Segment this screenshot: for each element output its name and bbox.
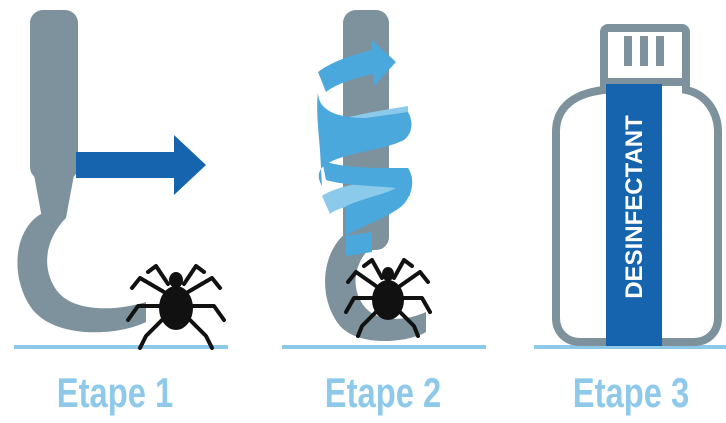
tick-icon-2	[344, 258, 432, 338]
tick-remover-tool-1	[17, 10, 147, 333]
bottle-label-band	[606, 84, 662, 346]
arrow-right-icon	[76, 135, 206, 195]
ground-line-2	[282, 345, 486, 349]
rotation-arrow-icon	[317, 40, 413, 256]
step-3-illustration: DESINFECTANT	[534, 24, 726, 349]
ground-line-1	[14, 345, 228, 349]
ground-line-3	[534, 345, 726, 349]
step-2-label: Etape 2	[324, 369, 442, 416]
bottle-cap	[600, 24, 690, 86]
step-3-label: Etape 3	[572, 369, 690, 416]
step-2-illustration	[282, 10, 486, 349]
step-1-illustration	[14, 10, 228, 350]
bottle-label-text: DESINFECTANT	[621, 115, 648, 299]
tick-icon	[126, 264, 226, 350]
step-1-label: Etape 1	[56, 369, 174, 416]
